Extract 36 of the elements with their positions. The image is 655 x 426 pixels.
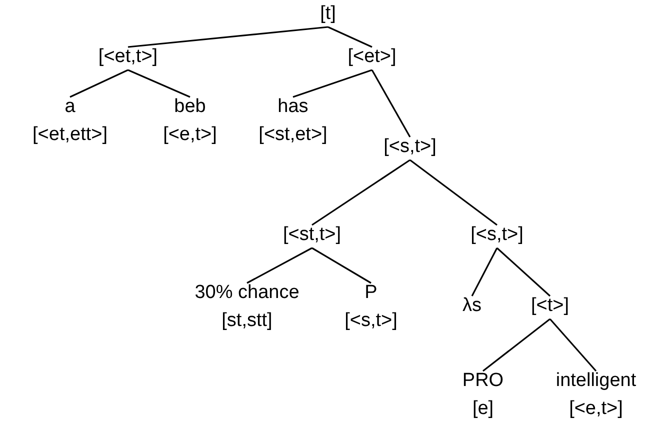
node-label: beb (173, 95, 207, 119)
type-label: [<st,et>] (258, 123, 328, 147)
node-label: [t] (320, 2, 336, 26)
type-label: [<e,t>] (568, 397, 624, 421)
tree-branch (246, 247, 312, 284)
node-label: intelligent (556, 369, 636, 393)
tree-branch (410, 159, 498, 226)
node-label: [<et,t>] (98, 45, 158, 69)
node-label: λs (462, 294, 482, 318)
type-label: [<et,ett>] (32, 123, 108, 147)
tree-branch (70, 69, 128, 98)
node-label: 30% chance (194, 281, 300, 305)
node-label: [<et>] (348, 45, 396, 69)
tree-branch (482, 318, 550, 372)
tree-branch (496, 247, 551, 297)
node-label: [<st,t>] (282, 223, 342, 247)
node-label: P (364, 281, 378, 305)
type-label: [<e,t>] (163, 123, 217, 147)
tree-branch (128, 26, 328, 48)
type-label: [<s,t>] (344, 309, 398, 333)
tree-branch (312, 247, 372, 284)
type-label: [st,stt] (220, 309, 274, 333)
node-label: PRO (462, 369, 504, 393)
node-label: [<s,t>] (384, 135, 436, 159)
node-label: has (276, 95, 310, 119)
type-label: [e] (471, 397, 495, 421)
tree-branch (312, 159, 410, 226)
tree-branch (328, 26, 372, 48)
tree-branch (128, 69, 190, 98)
node-label: [<t>] (530, 294, 570, 318)
tree-branch (371, 70, 411, 138)
node-label: a (64, 95, 76, 119)
node-label: [<s,t>] (470, 223, 524, 247)
tree-branch (292, 69, 372, 98)
tree-branch (549, 318, 597, 372)
tree-branch (471, 248, 498, 296)
